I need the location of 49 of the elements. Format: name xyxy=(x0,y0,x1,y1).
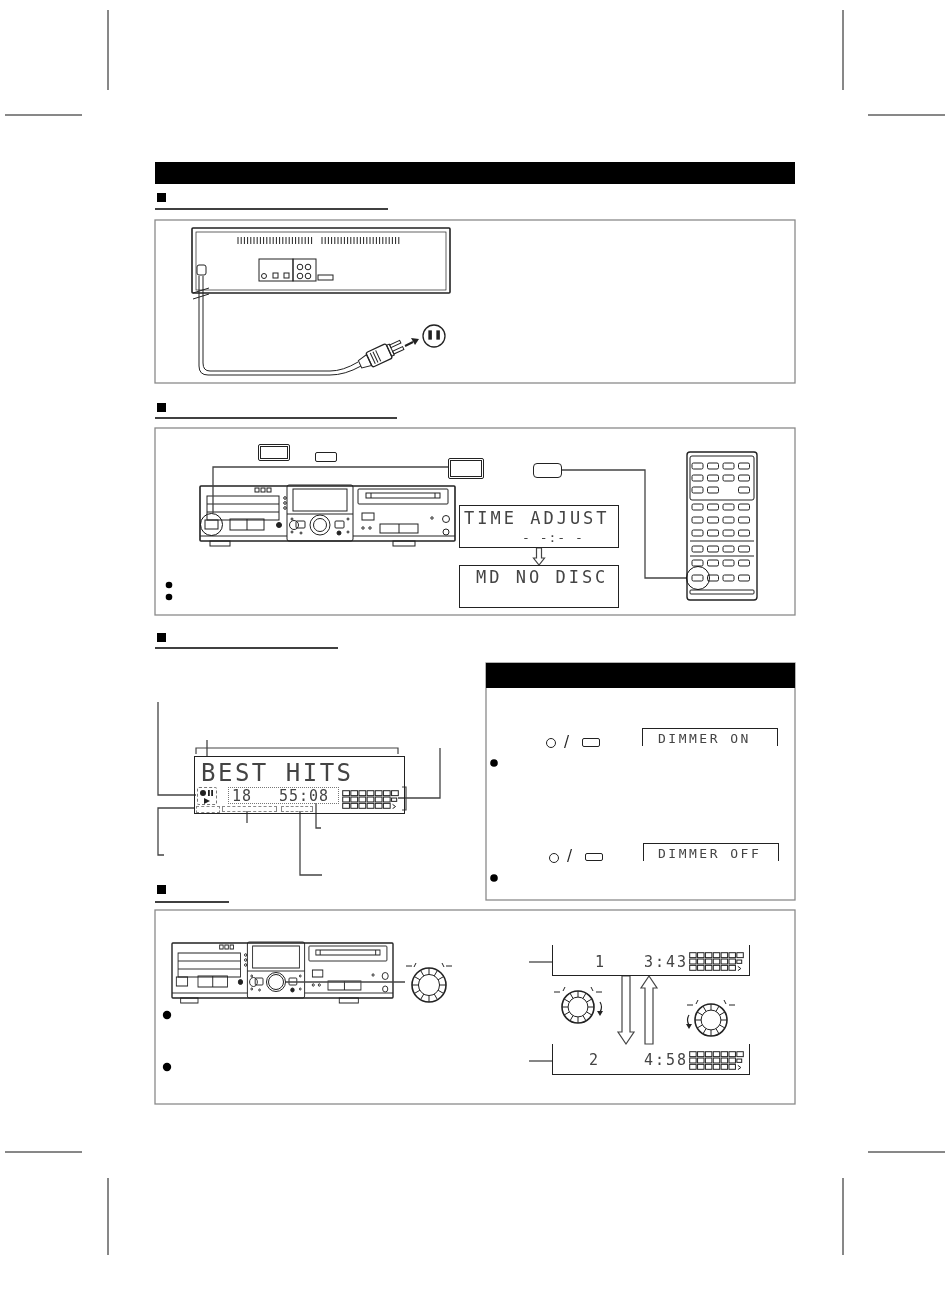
display-text: - -:- - xyxy=(522,531,584,544)
leader-line xyxy=(299,810,323,876)
button-symbol xyxy=(533,463,562,478)
leader-line xyxy=(157,701,197,796)
display-text: 3:43 xyxy=(644,955,689,970)
display-text: BEST HITS xyxy=(201,761,354,785)
lcd-display xyxy=(552,1044,750,1075)
separator-text: / xyxy=(567,849,573,864)
segment-area xyxy=(222,806,277,812)
leader-line xyxy=(397,747,441,799)
lcd-display xyxy=(459,565,619,608)
display-text: 2 xyxy=(589,1053,599,1068)
readout-area xyxy=(228,787,339,804)
jog-dial-drawing xyxy=(405,960,453,1004)
leader-line xyxy=(528,961,553,963)
display-text: TIME ADJUST xyxy=(464,510,610,527)
hollow-arrow xyxy=(639,974,659,1045)
button-symbol xyxy=(585,853,603,861)
leader-line xyxy=(157,807,196,856)
leader-line xyxy=(561,469,687,579)
lcd-display xyxy=(643,843,779,861)
lcd-display xyxy=(642,728,778,746)
indicator-area xyxy=(197,787,217,805)
leader-line xyxy=(315,802,322,829)
hollow-arrow xyxy=(532,547,546,566)
display-text: 18 xyxy=(232,789,253,804)
level-meter-drawing xyxy=(342,790,399,809)
lcd-display xyxy=(552,945,750,976)
button-symbol xyxy=(582,738,600,747)
hollow-arrow xyxy=(616,975,636,1046)
leader-line xyxy=(285,981,406,983)
display-text: DIMMER OFF xyxy=(658,847,762,860)
segment-area xyxy=(196,806,220,813)
leader-line xyxy=(246,810,248,824)
display-text: 4:58 xyxy=(644,1053,689,1068)
lcd-display xyxy=(459,505,619,548)
button-symbol xyxy=(315,452,337,462)
display-text: MD NO DISC xyxy=(476,569,609,586)
lcd-display xyxy=(194,756,405,814)
button-symbol xyxy=(448,458,484,479)
leader-line xyxy=(528,1060,553,1062)
display-text: 1 xyxy=(595,955,605,970)
button-symbol xyxy=(258,444,290,461)
separator-text: / xyxy=(564,735,570,750)
display-text: 55:08 xyxy=(279,789,330,804)
leader-line xyxy=(212,466,449,514)
segment-area xyxy=(281,806,313,812)
leader-line xyxy=(206,739,208,757)
display-text: DIMMER ON xyxy=(658,732,751,745)
